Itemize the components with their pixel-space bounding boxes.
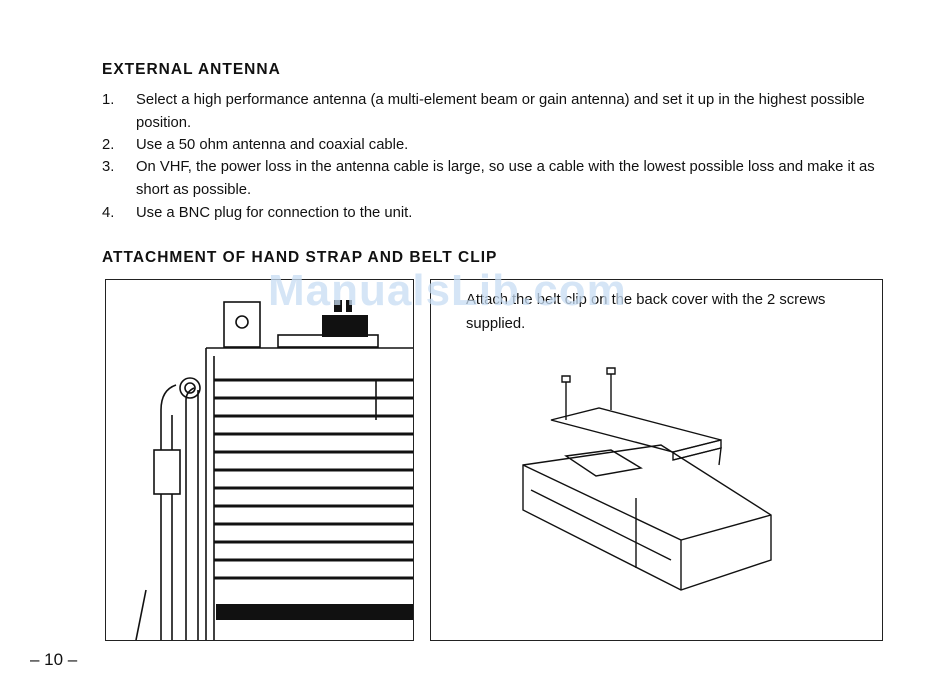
watermark-logo: ManualsLib.com: [268, 266, 627, 315]
belt-clip-instruction: Attach the belt clip on the back cover w…: [466, 292, 826, 332]
list-item-text: Use a BNC plug for connection to the uni…: [136, 205, 413, 221]
section-heading-external-antenna: EXTERNAL ANTENNA: [102, 61, 281, 78]
list-item-number: 2.: [102, 137, 115, 153]
list-item-number: 1.: [102, 92, 115, 108]
section-heading-strap-clip: ATTACHMENT OF HAND STRAP AND BELT CLIP: [102, 249, 498, 266]
hand-strap-illustration-panel: [105, 279, 414, 641]
belt-clip-illustration: [522, 367, 772, 591]
list-item-text: Use a 50 ohm antenna and coaxial cable.: [136, 137, 409, 153]
page-number: – 10 –: [30, 650, 78, 669]
list-item-text: Select a high performance antenna (a mul…: [136, 92, 865, 131]
hand-strap-illustration: [135, 300, 413, 640]
list-item-number: 3.: [102, 159, 115, 175]
belt-clip-illustration-panel: [430, 279, 883, 641]
list-item-text: On VHF, the power loss in the antenna ca…: [136, 159, 875, 198]
list-item-number: 4.: [102, 205, 115, 221]
